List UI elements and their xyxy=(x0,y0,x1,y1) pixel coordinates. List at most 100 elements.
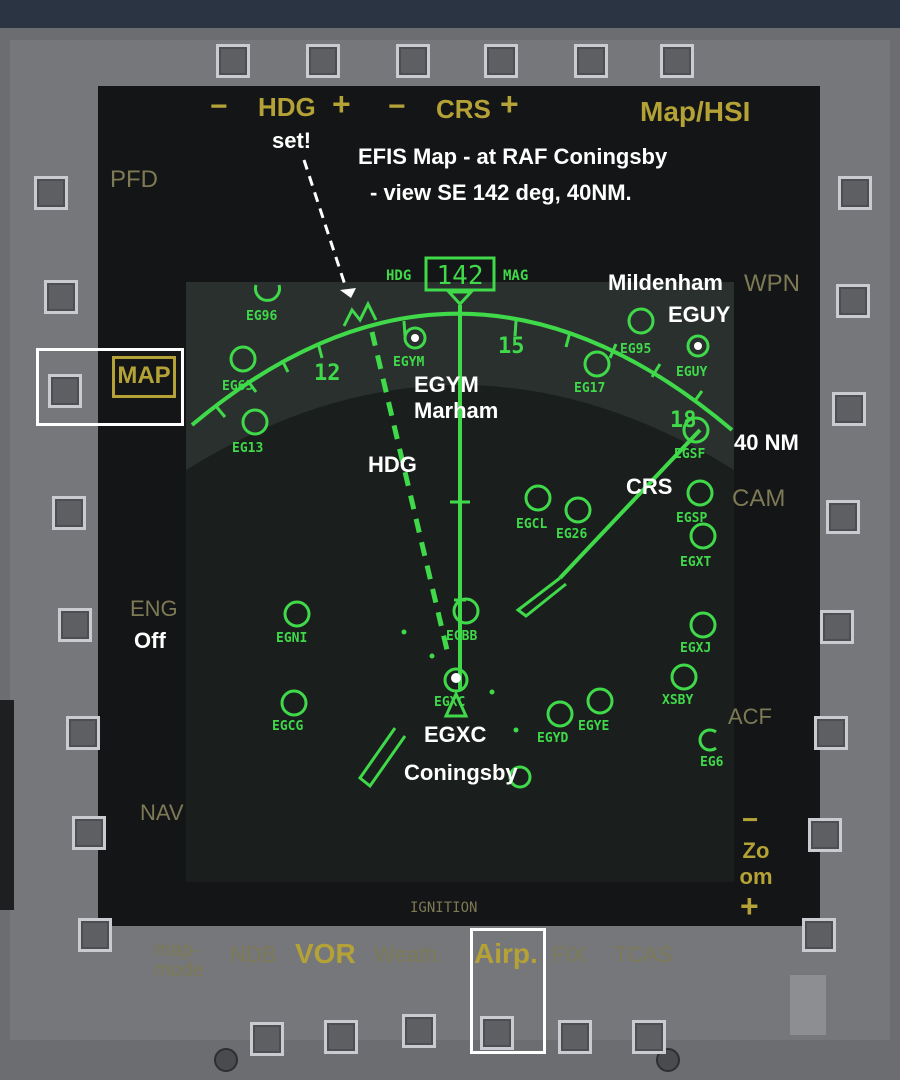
right-button-1[interactable] xyxy=(838,176,872,210)
crs-minus-button[interactable] xyxy=(396,44,430,78)
hdg-plus-label: + xyxy=(332,86,351,122)
acf-button[interactable] xyxy=(814,716,848,750)
pfd-button[interactable] xyxy=(34,176,68,210)
map-hsi-button[interactable] xyxy=(660,44,694,78)
hdg-minus-label: − xyxy=(210,90,228,123)
apt-label-egsf: EGSF xyxy=(674,447,705,462)
heading-box xyxy=(424,256,496,292)
apt-label-egxc: EGXC xyxy=(434,695,465,710)
apt-label-egxt: EGXT xyxy=(680,555,711,570)
eguy-white-dot xyxy=(694,342,702,350)
crs-plus-label: + xyxy=(500,86,519,122)
scale-label-12: 12 xyxy=(314,361,341,386)
apt-label-egcl: EGCL xyxy=(516,517,547,532)
left-button-4[interactable] xyxy=(52,496,86,530)
marham-annotation: Marham xyxy=(414,398,499,423)
map-hsi-label: Map/HSI xyxy=(640,96,751,127)
wpn-button[interactable] xyxy=(836,284,870,318)
zoom-minus-label: − xyxy=(742,804,759,835)
hdg-annotation: HDG xyxy=(368,452,417,477)
left-button-8[interactable] xyxy=(78,918,112,952)
apt-label-egbb: EGBB xyxy=(446,629,477,644)
vor-button[interactable] xyxy=(402,1014,436,1048)
course-needle-tail xyxy=(515,576,567,618)
egxc-annotation: EGXC xyxy=(424,722,487,747)
ndb-label: NDB xyxy=(230,942,277,967)
nav-button[interactable] xyxy=(72,816,106,850)
eguy-annotation: EGUY xyxy=(668,302,731,327)
fix-label: FIX xyxy=(552,942,587,967)
top-button-5[interactable] xyxy=(574,44,608,78)
weath-label: Weath. xyxy=(374,942,444,967)
heading-readout: 142 xyxy=(437,261,484,291)
apt-label-eg6: EG6 xyxy=(700,755,724,770)
hdg-plus-button[interactable] xyxy=(306,44,340,78)
nav-label: NAV xyxy=(140,800,184,825)
pfd-label: PFD xyxy=(110,166,158,193)
eng-label: ENG xyxy=(130,596,178,621)
off-annotation: Off xyxy=(134,628,166,653)
left-button-6[interactable] xyxy=(66,716,100,750)
apt-label-egyd: EGYD xyxy=(537,731,568,746)
eng-button[interactable] xyxy=(58,608,92,642)
left-button-2[interactable] xyxy=(44,280,78,314)
wpn-label: WPN xyxy=(744,270,800,297)
egym-annotation: EGYM xyxy=(414,372,479,397)
map-mode-label: map- mode xyxy=(154,939,205,981)
airp-highlight-box xyxy=(470,928,546,1054)
vor-label: VOR xyxy=(295,938,356,969)
right-button-3[interactable] xyxy=(832,392,866,426)
course-needle xyxy=(558,428,702,580)
tcas-button[interactable] xyxy=(632,1020,666,1054)
apt-label-egni: EGNI xyxy=(276,631,307,646)
apt-label-egym: EGYM xyxy=(393,355,424,370)
apt-label-eg65: EG65 xyxy=(222,379,253,394)
apt-label-egsp: EGSP xyxy=(676,511,707,526)
crs-minus-label: − xyxy=(388,90,406,123)
aircraft-triangle xyxy=(443,690,469,718)
fix-button[interactable] xyxy=(558,1020,592,1054)
apt-label-eg13: EG13 xyxy=(232,441,263,456)
cam-button[interactable] xyxy=(826,500,860,534)
course-needle-tail-lower xyxy=(357,727,407,789)
cam-label: CAM xyxy=(732,485,786,512)
heading-dashed-line xyxy=(369,331,450,651)
map-button[interactable] xyxy=(48,374,82,408)
ignition-label: IGNITION xyxy=(410,900,477,916)
trail-dots xyxy=(401,629,519,733)
mag-tag: MAG xyxy=(503,268,528,284)
coningsby-annotation: Coningsby xyxy=(404,760,518,785)
ndb-button[interactable] xyxy=(324,1020,358,1054)
crs-label: CRS xyxy=(436,94,491,124)
apt-label-egcg: EGCG xyxy=(272,719,303,734)
tcas-label: TCAS xyxy=(614,942,673,967)
dashed-arrow xyxy=(302,159,348,289)
acf-label: ACF xyxy=(728,704,772,729)
heading-pointer xyxy=(445,290,475,307)
set-annotation: set! xyxy=(272,128,312,153)
dashed-arrow-head xyxy=(340,288,356,298)
zoom-minus-button[interactable] xyxy=(808,818,842,852)
apt-label-xsby: XSBY xyxy=(662,693,693,708)
crs-annotation: CRS xyxy=(626,474,673,499)
airp-button[interactable] xyxy=(480,1016,514,1050)
airp-label: Airp. xyxy=(474,938,538,969)
hdg-minus-button[interactable] xyxy=(216,44,250,78)
hdg-label: HDG xyxy=(258,92,316,122)
apt-label-egxj: EGXJ xyxy=(680,641,711,656)
mildenham-annotation: Mildenham xyxy=(608,270,723,295)
hdg-tag: HDG xyxy=(386,268,411,284)
map-mode-button[interactable] xyxy=(250,1022,284,1056)
airport-symbols xyxy=(229,284,717,789)
apt-label-egye: EGYE xyxy=(578,719,609,734)
apt-label-eg17: EG17 xyxy=(574,381,605,396)
crs-plus-button[interactable] xyxy=(484,44,518,78)
airport-labels: EG96 EG65 EG13 EGYM EG95 EG17 EGUY EGSF … xyxy=(222,309,724,770)
right-button-5[interactable] xyxy=(820,610,854,644)
white-dot-marker xyxy=(451,673,461,683)
apt-label-eguy: EGUY xyxy=(676,365,707,380)
forty-nm-annotation: 40 NM xyxy=(734,430,799,455)
apt-label-eg96: EG96 xyxy=(246,309,277,324)
zoom-plus-button[interactable] xyxy=(802,918,836,952)
